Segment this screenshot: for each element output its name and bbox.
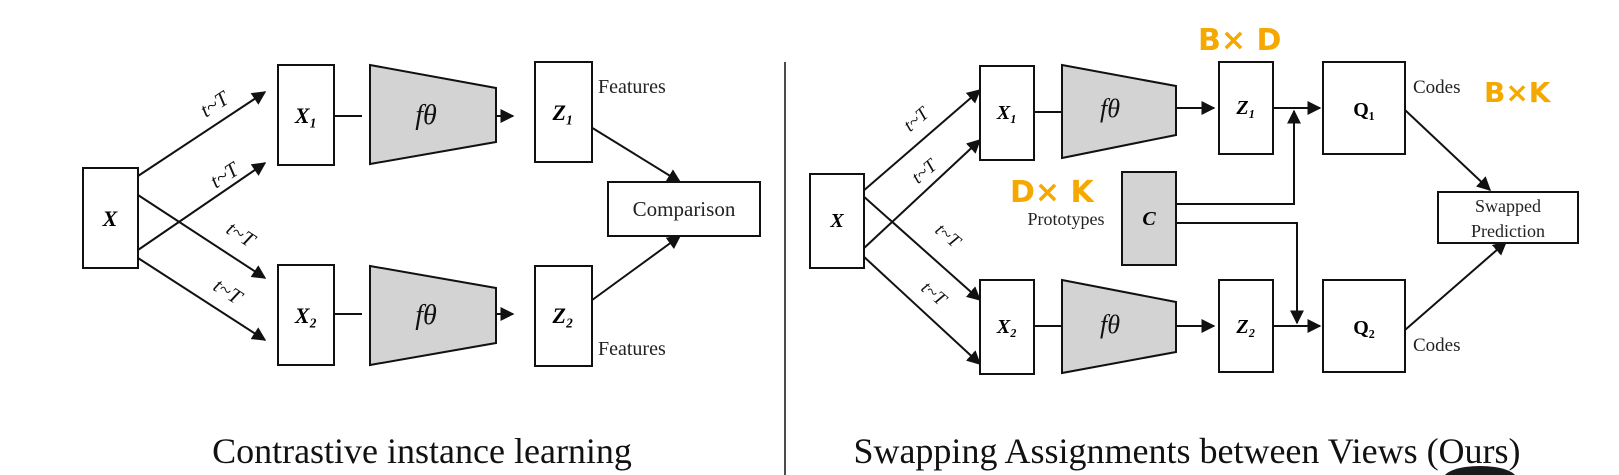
encoder-top-shape — [369, 63, 497, 166]
view2-box — [277, 264, 335, 366]
view2-label-right: X₂ — [996, 316, 1017, 338]
feature2-label-right: Z₂ — [1235, 316, 1255, 338]
corner-shadow — [1445, 466, 1515, 475]
input-box-right — [809, 173, 865, 269]
feature2-label: Z₂ — [551, 303, 573, 328]
encoder-top-label: fθ — [415, 100, 437, 131]
annotation-z-dims: B× D — [1198, 23, 1281, 58]
arrow-xr-to-x1-b — [861, 139, 982, 251]
features-bottom-label: Features — [598, 338, 666, 360]
view1-box — [277, 64, 335, 166]
transform-label-r4: t~T — [917, 277, 952, 311]
view1-box-right — [979, 65, 1035, 161]
code2-box — [1322, 279, 1406, 373]
encoder-bottom-label-right: fθ — [1100, 310, 1120, 339]
arrow-xr-to-x1-a — [861, 89, 982, 193]
view2-label: X₂ — [294, 303, 317, 328]
transform-label-2: t~T — [206, 156, 244, 193]
transform-label-r1: t~T — [900, 102, 935, 136]
encoder-top-shape-right — [1061, 63, 1177, 160]
contrastive-panel — [82, 61, 761, 367]
comparison-box — [607, 181, 761, 237]
view1-label: X₁ — [294, 103, 317, 128]
input-label-right: X — [829, 210, 844, 232]
arrow-x-to-x1-b — [137, 162, 267, 251]
feature1-label-right: Z₁ — [1235, 97, 1255, 119]
feature2-box-right — [1218, 279, 1274, 373]
arrow-xr-to-x2-b — [861, 254, 982, 365]
encoder-top-label-right: fθ — [1100, 94, 1120, 123]
arrow-prototypes-to-bottom — [1176, 222, 1304, 325]
swapped-prediction-box — [1437, 191, 1579, 244]
code2-label: Q₂ — [1353, 317, 1375, 339]
arrow-q1-to-swapped — [1404, 109, 1492, 191]
feature1-box-right — [1218, 61, 1274, 155]
encoder-bottom-shape — [369, 264, 497, 367]
transform-label-r2: t~T — [908, 154, 943, 188]
transform-label-r3: t~T — [931, 219, 966, 253]
features-top-label: Features — [598, 76, 666, 98]
transform-label-4: t~T — [209, 273, 247, 310]
right-caption: Swapping Assignments between Views (Ours… — [853, 431, 1520, 471]
comparison-label: Comparison — [633, 197, 736, 221]
annotation-c-dims: D× K — [1010, 175, 1095, 210]
annotation-q-dims: B×K — [1484, 76, 1552, 109]
transform-label-3: t~T — [222, 216, 260, 253]
feature1-label: Z₁ — [551, 100, 573, 125]
arrow-q2-to-swapped — [1404, 241, 1508, 331]
codes-top-label: Codes — [1413, 77, 1461, 98]
encoder-bottom-shape-right — [1061, 278, 1177, 375]
arrow-xr-to-x2-a — [861, 194, 982, 301]
prototypes-box — [1121, 171, 1177, 266]
swapped-label-line1: Swapped — [1475, 196, 1541, 216]
arrow-x-to-x2-a — [137, 194, 267, 279]
swapped-label-line2: Prediction — [1471, 221, 1545, 241]
code1-label: Q₁ — [1353, 99, 1375, 121]
encoder-bottom-label: fθ — [415, 300, 437, 331]
view1-label-right: X₁ — [996, 102, 1017, 124]
arrow-x-to-x1-a — [137, 91, 267, 177]
input-box — [82, 167, 139, 269]
prototypes-symbol: C — [1142, 208, 1156, 230]
swav-panel — [809, 61, 1579, 375]
feature1-box — [534, 61, 593, 163]
codes-bottom-label: Codes — [1413, 335, 1461, 356]
left-caption: Contrastive instance learning — [212, 431, 632, 471]
view2-box-right — [979, 279, 1035, 375]
arrow-x-to-x2-b — [137, 257, 267, 341]
feature2-box — [534, 265, 593, 367]
prototypes-label: Prototypes — [1027, 209, 1104, 229]
arrow-prototypes-to-top — [1176, 109, 1301, 205]
code1-box — [1322, 61, 1406, 155]
input-label: X — [102, 206, 119, 231]
